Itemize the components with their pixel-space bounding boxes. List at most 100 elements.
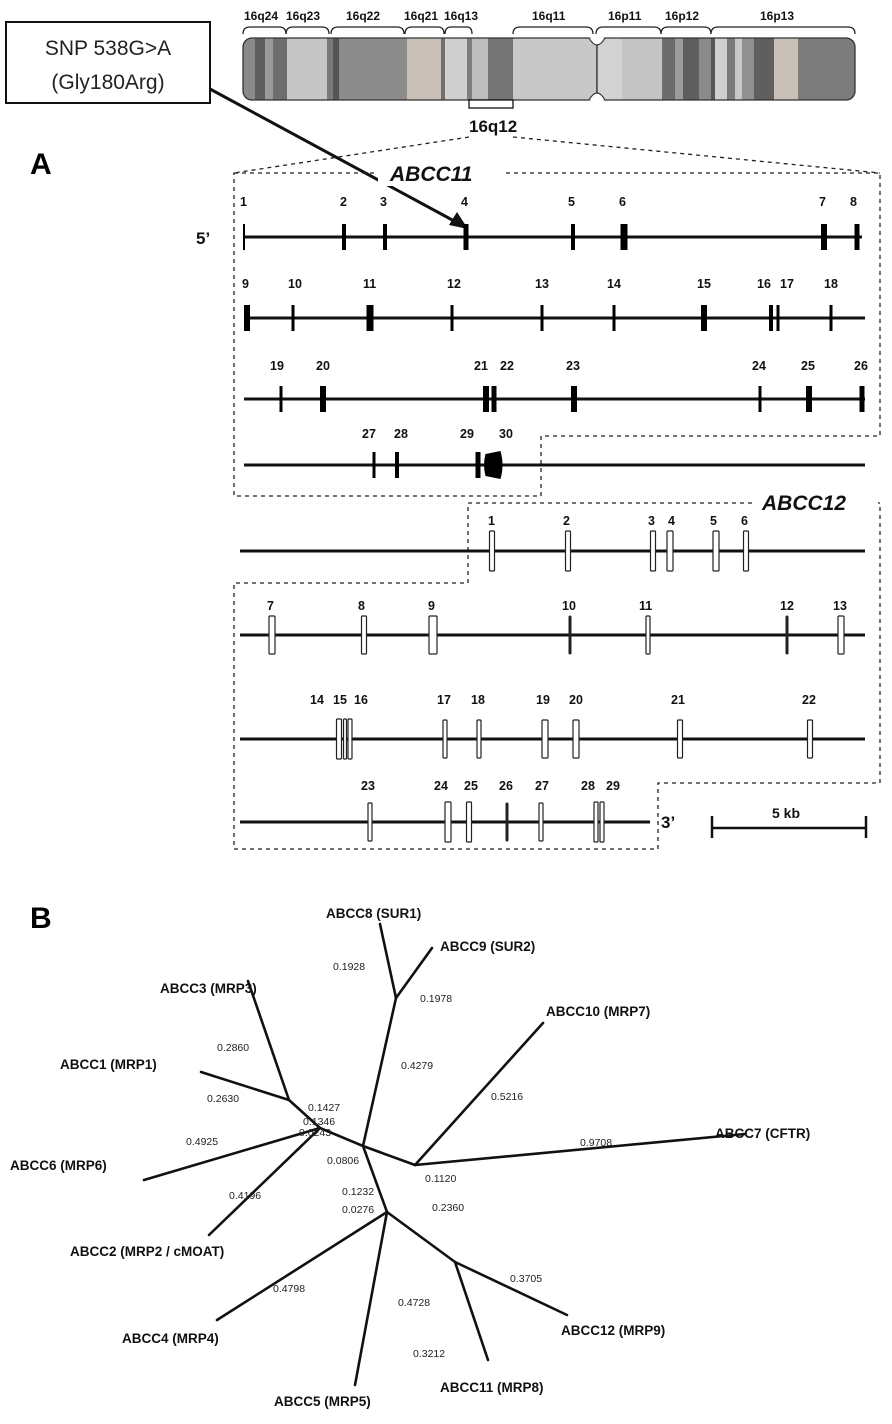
tree-branches	[142, 922, 747, 1387]
abcc12-exon-number: 29	[606, 779, 620, 793]
band-label: 16p11	[608, 9, 642, 23]
band-label: 16q13	[444, 9, 478, 23]
abcc11-exon-number: 24	[752, 359, 766, 373]
abcc11-exon	[483, 386, 489, 412]
abcc11-exon-number: 2	[340, 195, 347, 209]
tree-branch	[413, 1021, 545, 1167]
branch-length-label: 0.1427	[308, 1102, 340, 1114]
abcc11-gene-lines	[244, 235, 865, 467]
abcc12-exon-number: 25	[464, 779, 478, 793]
abcc11-exon-number: 1	[240, 195, 247, 209]
abcc12-exon	[347, 718, 353, 760]
abcc12-exon	[712, 530, 720, 572]
abcc11-exon	[244, 305, 250, 331]
abcc11-exon	[279, 386, 283, 412]
abcc12-exon	[428, 615, 438, 655]
abcc12-exon	[676, 719, 684, 759]
abcc12-exon	[649, 530, 657, 572]
abcc12-exon	[367, 802, 373, 842]
abcc11-exon-number: 4	[461, 195, 468, 209]
tree-leaf-label: ABCC5 (MRP5)	[274, 1394, 371, 1409]
abcc11-exon	[491, 386, 497, 412]
abcc12-exon	[564, 530, 572, 572]
abcc11-exon-number: 14	[607, 277, 621, 291]
abcc12-exon	[541, 719, 549, 759]
panel-a-label: A	[30, 148, 52, 181]
abcc11-exon-number: 5	[568, 195, 575, 209]
tree-branch	[394, 946, 434, 1000]
abcc11-exon-number: 16	[757, 277, 771, 291]
branch-length-label: 0.9708	[580, 1137, 612, 1149]
branch-length-label: 0.4196	[229, 1190, 261, 1202]
chromosome-16-ideogram	[242, 37, 856, 109]
abcc12-exon	[342, 718, 348, 760]
five-prime-label: 5’	[196, 229, 210, 248]
tree-branch	[287, 1098, 322, 1130]
abcc11-exon	[243, 224, 245, 250]
abcc12-exon-number: 22	[802, 693, 816, 707]
abcc12-exon-number: 2	[563, 514, 570, 528]
abcc11-exon	[366, 305, 374, 331]
abcc12-exon-number: 1	[488, 514, 495, 528]
abcc12-exon-number: 16	[354, 693, 368, 707]
tree-leaf-label: ABCC10 (MRP7)	[546, 1004, 650, 1019]
abcc11-exon	[701, 305, 707, 331]
abcc11-exon	[463, 224, 469, 250]
scale-bar	[710, 816, 868, 838]
band-label: 16q24	[244, 9, 278, 23]
abcc11-exon-number: 15	[697, 277, 711, 291]
abcc12-exon-number: 27	[535, 779, 549, 793]
tree-branch	[453, 1260, 569, 1317]
branch-length-label: 0.5216	[491, 1091, 523, 1103]
tree-branch	[385, 1210, 457, 1264]
band-label: 16q23	[286, 9, 320, 23]
abcc12-exon-number: 6	[741, 514, 748, 528]
abcc12-exon-number: 28	[581, 779, 595, 793]
abcc11-exon-number: 9	[242, 277, 249, 291]
abcc12-exon	[444, 801, 452, 843]
tree-leaf-label: ABCC4 (MRP4)	[122, 1331, 219, 1346]
abcc12-exon	[666, 530, 674, 572]
abcc12-exon-number: 13	[833, 599, 847, 613]
abcc11-exon	[854, 224, 860, 250]
abcc12-exon-number: 17	[437, 693, 451, 707]
abcc12-region-box	[233, 502, 881, 850]
abcc11-exon-number: 29	[460, 427, 474, 441]
abcc11-exon	[776, 305, 780, 331]
abcc11-exon-number: 11	[363, 277, 376, 291]
abcc12-exon	[476, 719, 482, 759]
abcc12-exon-number: 24	[434, 779, 448, 793]
tree-branch	[378, 922, 398, 1000]
abcc11-exon-number: 10	[288, 277, 302, 291]
three-prime-label: 3’	[661, 813, 675, 832]
abcc12-exon-number: 4	[668, 514, 675, 528]
abcc11-exon-number: 22	[500, 359, 514, 373]
abcc11-exon-number: 20	[316, 359, 330, 373]
tree-leaf-label: ABCC12 (MRP9)	[561, 1323, 665, 1338]
abcc12-exon-number: 11	[639, 599, 652, 613]
tree-branch-length-labels: 0.19280.19780.42790.52160.28600.26300.14…	[186, 961, 612, 1360]
band-label: 16p12	[665, 9, 699, 23]
tree-branch	[361, 1144, 417, 1167]
panel-b-label: B	[30, 902, 52, 935]
tree-branch	[199, 1070, 291, 1102]
abcc11-exon	[484, 451, 503, 479]
tree-branch	[246, 979, 291, 1102]
abcc12-exon	[837, 615, 845, 655]
abcc12-exon	[360, 615, 368, 655]
abcc12-title: ABCC12	[761, 492, 846, 515]
abcc11-title-bg	[378, 160, 506, 186]
abcc11-exon-number: 8	[850, 195, 857, 209]
band-label: 16p13	[760, 9, 794, 23]
tree-leaf-label: ABCC3 (MRP3)	[160, 981, 257, 996]
abcc11-exon-number: 28	[394, 427, 408, 441]
abcc11-exon	[372, 452, 376, 478]
abcc12-exon-number: 5	[710, 514, 717, 528]
band-brackets	[242, 26, 856, 35]
band-16q12-marker	[468, 99, 514, 109]
abcc11-title: ABCC11	[389, 163, 472, 186]
abcc12-exon-number: 15	[333, 693, 347, 707]
abcc11-exon	[540, 305, 544, 331]
